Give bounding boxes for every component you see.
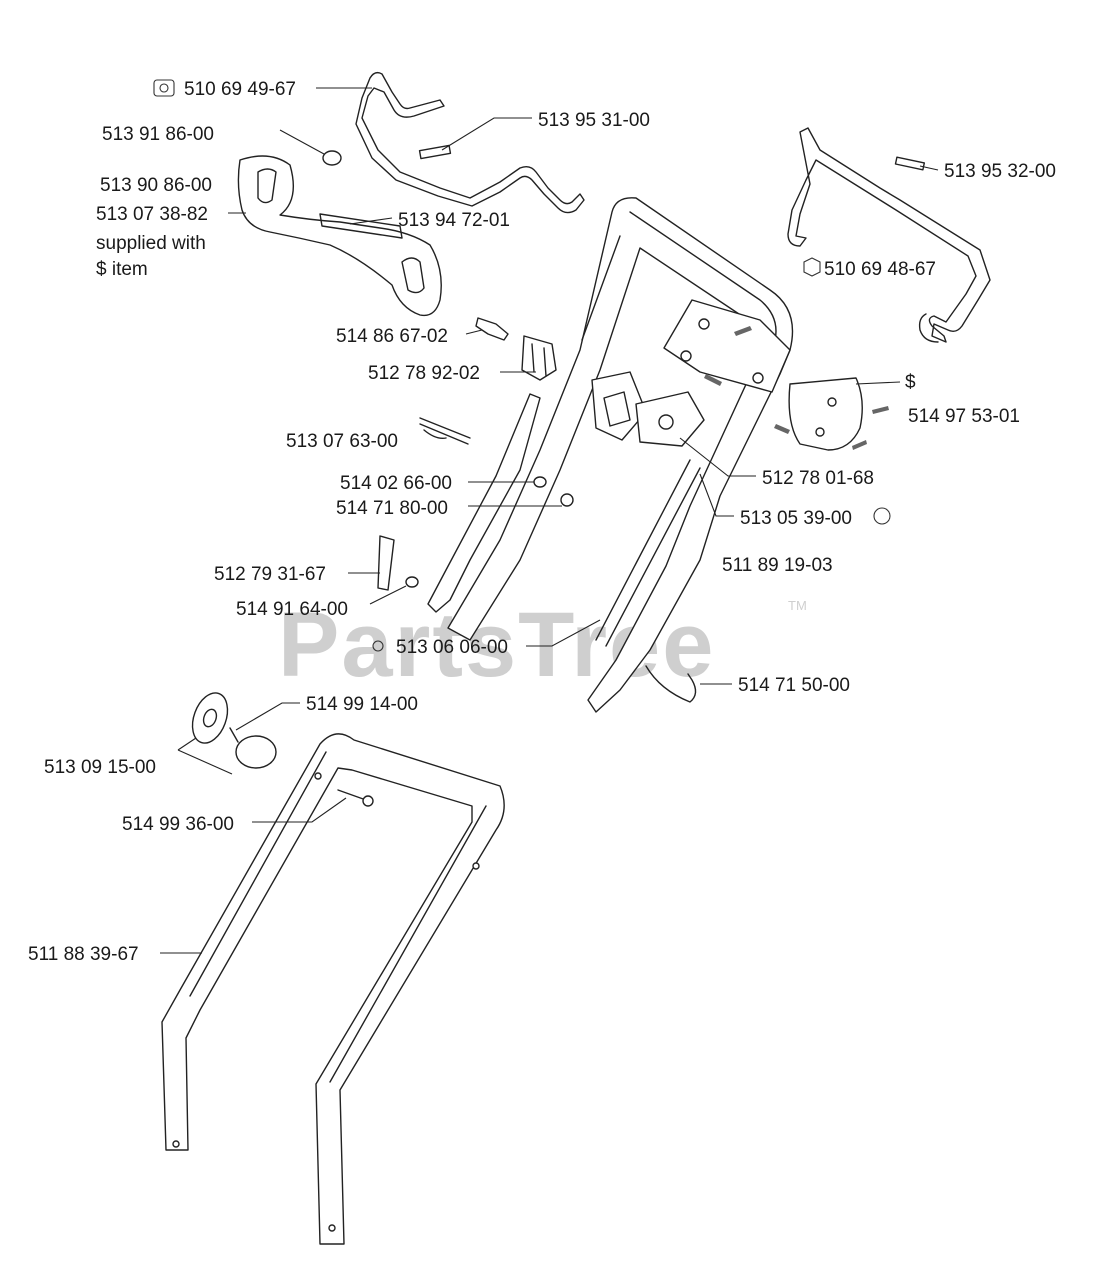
label-513053900: 513 05 39-00 — [740, 508, 852, 529]
knob-part — [322, 150, 342, 166]
lower-handle — [161, 733, 505, 1245]
label-514718000: 514 71 80-00 — [336, 498, 448, 519]
upper-handle-bar — [447, 197, 794, 713]
bail-wire-right-end — [918, 313, 939, 343]
label-513947201: 513 94 72-01 — [398, 210, 510, 231]
label-supplied-with: supplied with — [96, 233, 206, 254]
bracket-hole-2 — [680, 350, 692, 362]
label-513076300: 513 07 63-00 — [286, 431, 398, 452]
kit-face-icon — [873, 507, 891, 525]
leader-513918600 — [279, 129, 325, 155]
grip-right-hole-2 — [815, 427, 825, 437]
cable-guide — [591, 371, 647, 441]
label-514026600: 514 02 66-00 — [340, 473, 452, 494]
label-512789202: 512 78 92-02 — [368, 363, 480, 384]
lower-handle-hole-1 — [314, 772, 322, 780]
leader-513091500 — [177, 737, 233, 775]
label-510694867: 510 69 48-67 — [824, 259, 936, 280]
cable-plate-hole — [658, 414, 674, 430]
switch-box-detail — [531, 343, 547, 377]
grip-left-slot2 — [319, 213, 403, 239]
screw-right-2 — [852, 440, 867, 450]
bolt-long-head — [362, 795, 374, 807]
leader-514991400 — [235, 702, 300, 731]
label-510694967: 510 69 49-67 — [184, 79, 296, 100]
lower-handle-inner — [189, 751, 487, 1083]
label-511883967: 511 88 39-67 — [28, 944, 139, 965]
label-514916400: 514 91 64-00 — [236, 599, 348, 620]
leader-513953100 — [441, 117, 532, 151]
label-512780168: 512 78 01-68 — [762, 468, 874, 489]
leader-514916400 — [369, 585, 407, 605]
screw-right-3 — [774, 424, 790, 434]
label-514993600: 514 99 36-00 — [122, 814, 234, 835]
leader-512780168 — [679, 437, 756, 477]
kit-small-circle-icon — [372, 640, 384, 652]
control-bracket — [663, 299, 791, 393]
label-dollar: $ — [905, 372, 916, 393]
leader-513953200 — [919, 165, 939, 171]
kit-hexagon-icon — [803, 257, 821, 277]
bail-wire-right — [787, 127, 991, 343]
kit-square-icon — [153, 79, 175, 97]
leader-513060600 — [526, 619, 601, 647]
kit-circle-icon — [159, 83, 169, 93]
label-513060600: 513 06 06-00 — [396, 637, 508, 658]
lower-handle-hole-4 — [328, 1224, 336, 1232]
knob-ring — [235, 735, 277, 769]
watermark-trademark: TM — [788, 598, 807, 613]
clip-part — [418, 144, 452, 160]
bolt-2 — [704, 374, 722, 386]
label-513091500: 513 09 15-00 — [44, 757, 156, 778]
leader-514993600 — [252, 797, 347, 823]
label-514991400: 514 99 14-00 — [306, 694, 418, 715]
small-plate — [377, 535, 395, 591]
label-513918600: 513 91 86-00 — [102, 124, 214, 145]
knob-spring — [229, 727, 239, 743]
washer — [533, 476, 547, 488]
label-513908600: 513 90 86-00 — [100, 175, 212, 196]
cable-strap — [645, 665, 697, 703]
grip-right — [788, 377, 863, 451]
label-513073882: 513 07 38-82 — [96, 204, 208, 225]
leader-513053900 — [699, 473, 734, 517]
cable-guide-slot — [603, 391, 631, 427]
label-514715000: 514 71 50-00 — [738, 675, 850, 696]
label-514866702: 514 86 67-02 — [336, 326, 448, 347]
lower-handle-hole-2 — [472, 862, 480, 870]
label-513953100: 513 95 31-00 — [538, 110, 650, 131]
screw-right-1 — [872, 406, 889, 414]
label-512793167: 512 79 31-67 — [214, 564, 326, 585]
label-513953200: 513 95 32-00 — [944, 161, 1056, 182]
grip-left-slot — [257, 168, 277, 204]
clip-right — [894, 156, 926, 171]
leader-513947201 — [349, 217, 393, 225]
lower-handle-hole-3 — [172, 1140, 180, 1148]
nut — [560, 493, 574, 507]
label-514975301: 514 97 53-01 — [908, 406, 1020, 427]
grip-right-hole-1 — [827, 397, 837, 407]
switch-box — [521, 335, 557, 381]
throttle-lever — [427, 393, 541, 613]
grip-left — [237, 155, 442, 317]
cable-clip — [419, 417, 471, 445]
switch-pin — [475, 317, 509, 341]
cable-tie — [595, 459, 701, 647]
knob-hub — [202, 708, 218, 728]
leader-514866702 — [465, 329, 483, 335]
label-item-note: $ item — [96, 259, 148, 280]
grip-left-slot3 — [401, 257, 425, 294]
leader-dollar — [855, 381, 901, 385]
label-511891903: 511 89 19-03 — [722, 555, 833, 576]
small-washer — [405, 576, 419, 588]
bracket-hole-1 — [698, 318, 710, 330]
bracket-hole-3 — [752, 372, 764, 384]
bolt-1 — [734, 326, 752, 336]
bolt-long — [337, 789, 367, 801]
bail-wire-left — [355, 71, 585, 214]
